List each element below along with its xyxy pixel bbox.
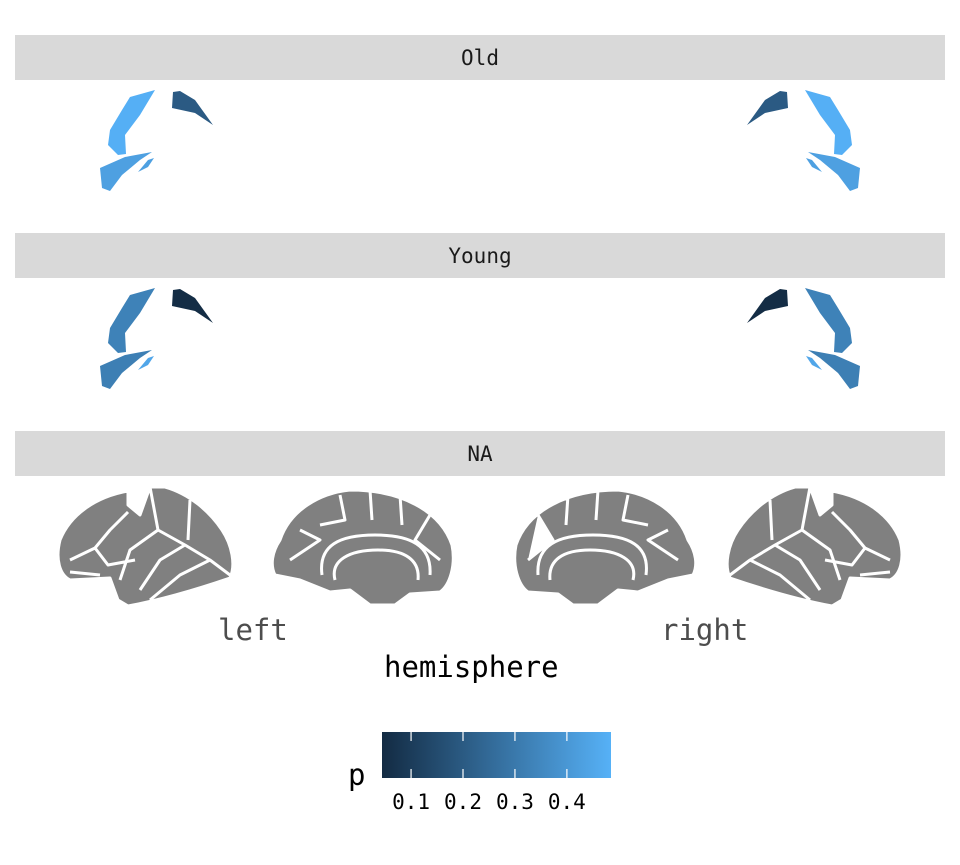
- young-right-lateral-small-region: [806, 356, 822, 370]
- facet-strip-young: Young: [15, 233, 945, 278]
- facet-label: Young: [448, 243, 512, 268]
- right-lateral-brain: [725, 485, 904, 608]
- na-brains: [56, 485, 904, 608]
- legend-colorbar: [382, 732, 611, 778]
- x-tick-left: left: [218, 613, 288, 647]
- left-lateral-brain: [56, 485, 235, 608]
- right-medial-brain: [513, 488, 698, 607]
- legend-tick-label: 0.1: [392, 790, 431, 814]
- facet-strip-old: Old: [15, 35, 945, 80]
- legend-tick-label: 0.3: [495, 790, 534, 814]
- legend-tick-label: 0.4: [547, 790, 586, 814]
- old-right-lateral-upper-region: [805, 90, 852, 155]
- x-tick-right: right: [661, 613, 749, 647]
- young-left-lateral-upper-region: [108, 288, 155, 353]
- young-right-medial-dark-region: [747, 289, 788, 323]
- old-left-lateral-lower-region: [100, 152, 152, 191]
- young-right-lateral-upper-region: [805, 288, 852, 353]
- legend-title: p: [348, 758, 366, 792]
- old-left-lateral-upper-region: [108, 90, 155, 155]
- facet-label: NA: [467, 441, 493, 466]
- x-axis-title: hemisphere: [384, 650, 559, 684]
- young-left-lateral-small-region: [138, 356, 154, 370]
- old-right-lateral-lower-region: [808, 152, 860, 191]
- young-left-medial-dark-region: [172, 289, 213, 323]
- facet-label: Old: [461, 45, 499, 70]
- young-left-lateral-lower-region: [100, 350, 152, 389]
- legend-tick-label: 0.2: [444, 790, 482, 814]
- left-medial-brain: [270, 488, 455, 607]
- old-right-medial-dark-region: [747, 91, 788, 125]
- old-left-lateral-small-region: [138, 158, 154, 172]
- facet-strip-na: NA: [15, 431, 945, 476]
- old-right-lateral-small-region: [806, 158, 822, 172]
- young-right-lateral-lower-region: [808, 350, 860, 389]
- old-left-medial-dark-region: [172, 91, 213, 125]
